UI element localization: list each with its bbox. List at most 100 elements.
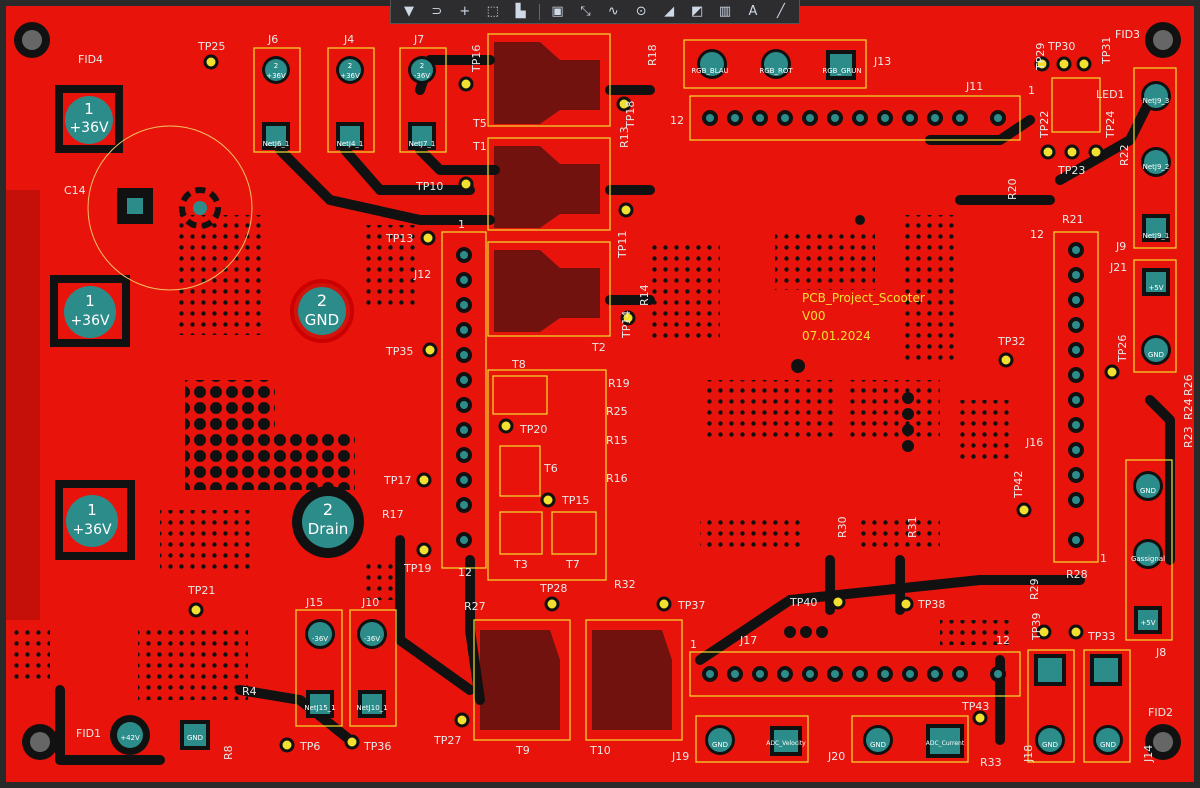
- svg-text:R16: R16: [606, 472, 628, 485]
- cross-icon[interactable]: +: [459, 4, 471, 19]
- svg-text:R19: R19: [608, 377, 630, 390]
- svg-text:12: 12: [1030, 228, 1044, 241]
- svg-text:-36V: -36V: [364, 635, 380, 643]
- svg-text:T2: T2: [591, 341, 606, 354]
- svg-text:R30: R30: [836, 516, 849, 538]
- svg-text:R20: R20: [1006, 178, 1019, 200]
- svg-text:R15: R15: [606, 434, 628, 447]
- svg-text:R4: R4: [242, 685, 257, 698]
- svg-text:GND: GND: [1042, 741, 1058, 749]
- svg-text:1: 1: [458, 218, 465, 231]
- select-rect-icon[interactable]: ⬚: [486, 4, 499, 19]
- interactive-route-icon[interactable]: ⤡: [580, 4, 591, 19]
- drain-pad[interactable]: 2 Drain: [292, 486, 364, 558]
- dimension-icon[interactable]: ◩: [690, 4, 704, 19]
- svg-text:T1: T1: [472, 140, 487, 153]
- isolated-vias: [784, 215, 914, 638]
- pad-net: Drain: [308, 520, 349, 538]
- svg-text:R8: R8: [222, 745, 235, 760]
- svg-text:TP38: TP38: [917, 598, 945, 611]
- svg-text:R29: R29: [1028, 578, 1041, 600]
- svg-text:+5V: +5V: [1148, 284, 1163, 292]
- svg-text:R24: R24: [1182, 398, 1195, 420]
- svg-text:R14: R14: [638, 284, 651, 306]
- text-icon[interactable]: A: [748, 4, 758, 19]
- svg-text:TP19: TP19: [403, 562, 431, 575]
- route-icon[interactable]: ⊃: [431, 4, 443, 19]
- svg-text:RGB_GRUN: RGB_GRUN: [822, 67, 861, 75]
- svg-text:-36V: -36V: [312, 635, 328, 643]
- svg-text:T3: T3: [513, 558, 528, 571]
- svg-text:TP24: TP24: [1104, 111, 1117, 139]
- svg-text:R13: R13: [618, 126, 631, 148]
- pad-net: +36V: [72, 522, 112, 538]
- svg-text:J19: J19: [671, 750, 689, 763]
- trace-layer: [55, 55, 1175, 765]
- svg-text:T7: T7: [565, 558, 580, 571]
- svg-text:J7: J7: [413, 33, 424, 46]
- svg-text:GND: GND: [870, 741, 886, 749]
- svg-text:GND: GND: [1140, 487, 1156, 495]
- svg-text:J18: J18: [1022, 745, 1035, 763]
- svg-text:12: 12: [996, 634, 1010, 647]
- svg-text:NetJ9_1: NetJ9_1: [1143, 232, 1170, 240]
- svg-text:TP39: TP39: [1030, 613, 1043, 641]
- via-pin-icon[interactable]: ⊙: [635, 4, 647, 19]
- svg-text:R27: R27: [464, 600, 486, 613]
- capacitor-c14[interactable]: [87, 125, 253, 291]
- chip-icon[interactable]: ▣: [551, 4, 564, 19]
- project-date: 07.01.2024: [802, 329, 871, 343]
- pad-number: 2: [323, 500, 333, 519]
- svg-text:RGB_ROT: RGB_ROT: [759, 67, 793, 75]
- svg-text:TP27: TP27: [433, 734, 461, 747]
- svg-text:2: 2: [348, 62, 352, 70]
- svg-text:NetJ10_1: NetJ10_1: [356, 704, 387, 712]
- power-pad-3[interactable]: 1 +36V: [55, 480, 135, 560]
- polygon-icon[interactable]: ◢: [664, 4, 675, 19]
- svg-text:T8: T8: [511, 358, 526, 371]
- svg-text:RGB_BLAU: RGB_BLAU: [691, 67, 728, 75]
- svg-text:Gassignal: Gassignal: [1131, 555, 1165, 563]
- svg-text:TP28: TP28: [539, 582, 567, 595]
- svg-text:NetJ7_1: NetJ7_1: [409, 140, 436, 148]
- svg-text:TP42: TP42: [1012, 471, 1025, 499]
- pad-number: 2: [317, 291, 327, 310]
- svg-text:J15: J15: [305, 596, 323, 609]
- svg-text:TP17: TP17: [383, 474, 411, 487]
- svg-text:NetJ6_1: NetJ6_1: [263, 140, 290, 148]
- svg-text:T6: T6: [543, 462, 558, 475]
- filter-icon[interactable]: ▼: [403, 4, 414, 19]
- svg-text:ADC_Velocity: ADC_Velocity: [766, 740, 806, 747]
- svg-text:TP16: TP16: [470, 45, 483, 73]
- svg-text:J21: J21: [1109, 261, 1127, 274]
- svg-text:TP13: TP13: [385, 232, 413, 245]
- svg-text:2: 2: [420, 62, 424, 70]
- power-pad-2[interactable]: 1 +36V: [50, 275, 130, 347]
- svg-text:TP6: TP6: [299, 740, 320, 753]
- project-title: PCB_Project_Scooter: [802, 291, 925, 305]
- svg-text:TP31: TP31: [1100, 37, 1113, 65]
- diff-pair-icon[interactable]: ∿: [607, 4, 619, 19]
- svg-text:J16: J16: [1025, 436, 1043, 449]
- svg-text:J13: J13: [873, 55, 891, 68]
- svg-text:+36V: +36V: [340, 72, 360, 80]
- power-pad-1[interactable]: 1 +36V: [55, 85, 123, 153]
- svg-text:R33: R33: [980, 756, 1002, 769]
- svg-text:-36V: -36V: [414, 72, 430, 80]
- svg-text:FID1: FID1: [76, 727, 101, 740]
- svg-text:TP10: TP10: [415, 180, 443, 193]
- svg-text:TP15: TP15: [561, 494, 589, 507]
- svg-text:J10: J10: [361, 596, 379, 609]
- svg-text:TP36: TP36: [363, 740, 391, 753]
- test-points: [188, 54, 1120, 753]
- line-icon[interactable]: ╱: [776, 4, 785, 19]
- pad-net: GND: [305, 311, 339, 329]
- svg-text:J17: J17: [739, 634, 757, 647]
- fill-icon[interactable]: ▥: [718, 4, 732, 19]
- svg-text:J4: J4: [343, 33, 354, 46]
- gnd-pad[interactable]: 2 GND: [290, 279, 354, 343]
- svg-text:GND: GND: [1148, 351, 1164, 359]
- svg-text:TP35: TP35: [385, 345, 413, 358]
- bar-chart-icon[interactable]: ▙: [515, 4, 526, 19]
